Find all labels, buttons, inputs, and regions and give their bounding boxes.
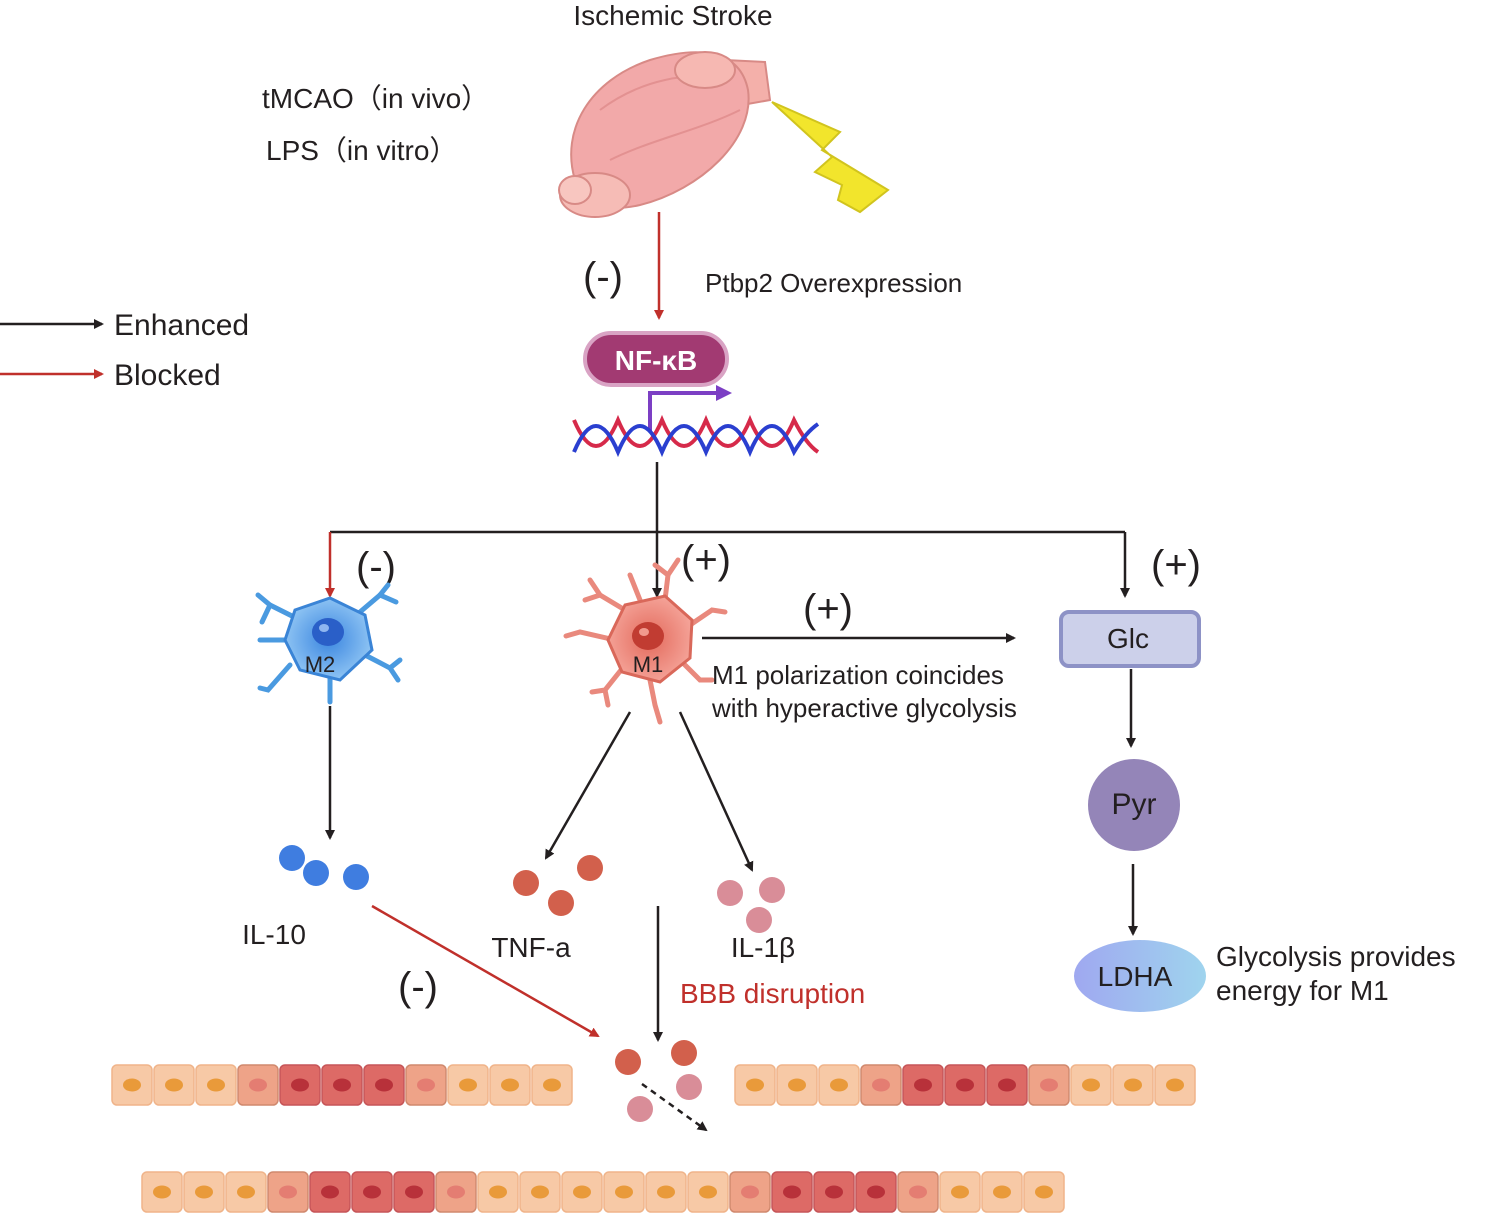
cell-nucleus (531, 1185, 549, 1199)
glc-label: Glc (1107, 623, 1149, 654)
legend-blocked-label: Blocked (114, 359, 221, 392)
cell-nucleus (783, 1185, 801, 1199)
cell-nucleus (195, 1185, 213, 1199)
cell-nucleus (788, 1078, 806, 1092)
cell-nucleus (363, 1185, 381, 1199)
arrow-m1-to-il1b (678, 711, 754, 872)
cell-nucleus (657, 1185, 675, 1199)
cell-nucleus (153, 1185, 171, 1199)
cell-nucleus (1040, 1078, 1058, 1092)
tnfa-molecules (513, 855, 603, 916)
cell-nucleus (207, 1078, 225, 1092)
arrow-il10-blocked (371, 904, 600, 1038)
cell-nucleus (417, 1078, 435, 1092)
endothelial-cells-top-left (111, 1064, 573, 1106)
cell-nucleus (699, 1185, 717, 1199)
bbb-disruption-label: BBB disruption (680, 978, 865, 1009)
cell-nucleus (501, 1078, 519, 1092)
leak-dashed-arrow (641, 1082, 708, 1132)
cell-nucleus (998, 1078, 1016, 1092)
legend: Enhanced Blocked (0, 309, 249, 392)
cell-nucleus (951, 1185, 969, 1199)
leaking-molecules (615, 1040, 702, 1122)
cell-nucleus (321, 1185, 339, 1199)
cell-nucleus (615, 1185, 633, 1199)
endothelial-cells-bottom (141, 1171, 1065, 1213)
model-in-vivo: tMCAO（in vivo） (262, 83, 489, 114)
sign-minus-il10: (-) (398, 965, 438, 1009)
cell-nucleus (867, 1185, 885, 1199)
nfkb-label: NF-κB (615, 345, 697, 376)
il1b-molecules (717, 877, 785, 933)
cell-nucleus (333, 1078, 351, 1092)
il10-molecules (279, 845, 369, 890)
diagram-title: Ischemic Stroke (573, 0, 772, 31)
m1-microglia-icon (563, 557, 728, 725)
cell-nucleus (746, 1078, 764, 1092)
cell-nucleus (279, 1185, 297, 1199)
cell-nucleus (447, 1185, 465, 1199)
endothelial-cells-top-right (734, 1064, 1196, 1106)
cell-nucleus (825, 1185, 843, 1199)
cell-nucleus (914, 1078, 932, 1092)
cell-nucleus (543, 1078, 561, 1092)
pyr-label: Pyr (1112, 788, 1157, 821)
il1b-label: IL-1β (731, 932, 795, 963)
cell-nucleus (1082, 1078, 1100, 1092)
sign-minus-m2: (-) (356, 545, 396, 589)
cell-nucleus (573, 1185, 591, 1199)
transcription-start-arrow (648, 385, 732, 432)
cell-nucleus (909, 1185, 927, 1199)
cell-nucleus (872, 1078, 890, 1092)
cell-nucleus (993, 1185, 1011, 1199)
cell-nucleus (1124, 1078, 1142, 1092)
m1-note-line2: with hyperactive glycolysis (711, 693, 1017, 723)
arrow-m1-to-tnfa (544, 711, 632, 860)
cell-nucleus (405, 1185, 423, 1199)
il10-label: IL-10 (242, 919, 306, 950)
intervention-label: Ptbp2 Overexpression (705, 268, 962, 298)
cell-nucleus (1035, 1185, 1053, 1199)
sign-minus-nfkb: (-) (583, 255, 623, 299)
m1-note-line1: M1 polarization coincides (712, 660, 1004, 690)
sign-plus-m1-glc: (+) (803, 587, 853, 631)
cell-nucleus (165, 1078, 183, 1092)
cell-nucleus (956, 1078, 974, 1092)
cell-nucleus (830, 1078, 848, 1092)
m1-label: M1 (633, 652, 664, 677)
brain-icon (558, 51, 772, 218)
glyco-note-line2: energy for M1 (1216, 975, 1389, 1006)
cell-nucleus (375, 1078, 393, 1092)
sign-plus-glc: (+) (1151, 543, 1201, 587)
sign-plus-m1: (+) (681, 538, 731, 582)
cell-nucleus (489, 1185, 507, 1199)
cell-nucleus (237, 1185, 255, 1199)
nfkb-pill (583, 331, 729, 387)
cell-nucleus (123, 1078, 141, 1092)
lightning-icon (771, 101, 890, 214)
pyr-circle (1088, 759, 1180, 851)
tnfa-label: TNF-a (491, 932, 571, 963)
cell-nucleus (291, 1078, 309, 1092)
glc-box (1059, 610, 1201, 668)
m2-microglia-icon (255, 582, 403, 705)
ldha-ellipse (1074, 940, 1206, 1012)
ldha-label: LDHA (1098, 961, 1173, 992)
cell-nucleus (741, 1185, 759, 1199)
glyco-note-line1: Glycolysis provides (1216, 941, 1456, 972)
model-in-vitro: LPS（in vitro） (266, 135, 457, 166)
cell-nucleus (1166, 1078, 1184, 1092)
m2-label: M2 (305, 652, 336, 677)
legend-enhanced-label: Enhanced (114, 309, 249, 342)
cell-nucleus (459, 1078, 477, 1092)
dna-icon (572, 414, 820, 458)
cell-nucleus (249, 1078, 267, 1092)
